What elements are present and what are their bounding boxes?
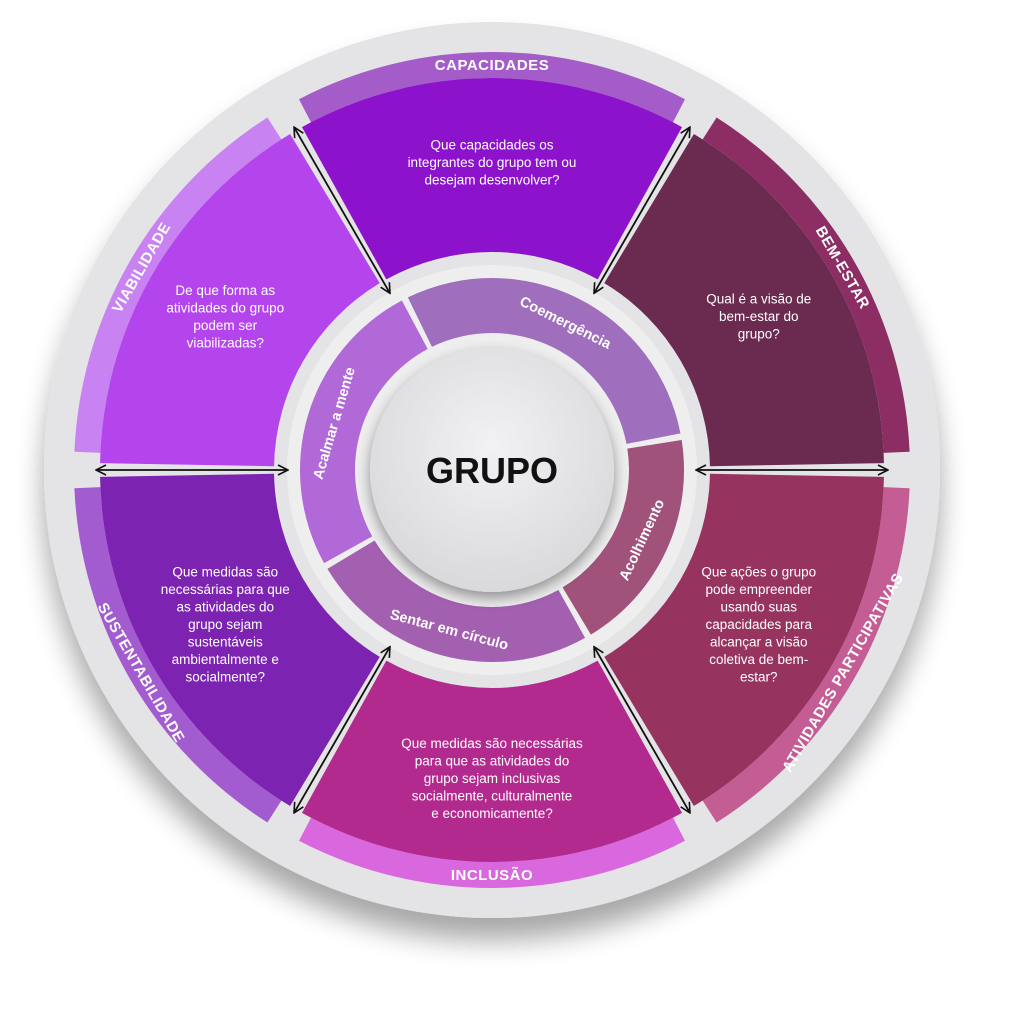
segment-question-sustentabilidade: Que medidas são necessárias para que as at… — [161, 565, 290, 685]
question-line: socialmente? — [185, 670, 265, 685]
inner-ring-segment-acalmar — [299, 300, 428, 564]
segment-band-atividades — [702, 487, 910, 823]
question-line: integrantes do grupo tem ou — [408, 155, 577, 170]
question-line: bem-estar do — [719, 309, 799, 324]
segment-question-inclusao: Que medidas são necessárias para que as a… — [401, 736, 583, 821]
question-line: grupo sejam — [188, 617, 262, 632]
question-line: desejam desenvolver? — [424, 173, 559, 188]
inner-ring-sentar: Sentar em círculo — [327, 540, 586, 663]
center-disc — [370, 348, 614, 592]
segment-body-capacidades — [301, 78, 683, 280]
inner-ring-segment-coemergencia — [407, 278, 681, 444]
question-line: ambientalmente e — [172, 652, 279, 667]
question-line: Qual é a visão de — [706, 292, 811, 307]
inner-ring-segment-acolhimento — [562, 439, 684, 635]
question-line: De que forma as — [175, 283, 275, 298]
segment-question-atividades: Que ações o grupo pode empreender usando s… — [701, 565, 816, 685]
question-line: capacidades para — [705, 617, 812, 632]
double-arrow-0 — [295, 128, 390, 293]
question-line: e economicamente? — [431, 806, 553, 821]
segment-body-inclusao — [301, 660, 683, 862]
question-line: Que capacidades os — [430, 138, 553, 153]
question-line: Que medidas são necessárias — [401, 736, 583, 751]
segment-band-viabilidade — [74, 117, 282, 453]
segment-band-sustentabilidade — [74, 487, 282, 823]
segment-band-bem_estar — [702, 117, 910, 453]
segment-band-capacidades — [298, 52, 686, 123]
segment-band-inclusao — [298, 817, 686, 888]
question-line: para que as atividades do — [415, 754, 570, 769]
segment-label-inclusao: INCLUSÃO — [451, 866, 533, 884]
question-line: usando suas — [720, 600, 797, 615]
inner-ring-segment-sentar — [327, 540, 586, 663]
question-line: grupo? — [738, 327, 780, 342]
question-line: grupo sejam inclusivas — [424, 771, 561, 786]
arrows-layer — [97, 128, 887, 812]
question-line: alcançar a visão — [710, 635, 808, 650]
segment-question-capacidades: Que capacidades os integrantes do grupo t… — [408, 138, 577, 188]
question-line: Que medidas são — [172, 565, 278, 580]
question-line: viabilizadas? — [187, 335, 264, 350]
double-arrow-3 — [595, 648, 690, 813]
segment-inclusao: INCLUSÃO Que medidas são necessárias para … — [298, 660, 686, 888]
segment-question-bem_estar: Qual é a visão de bem-estar do grupo? — [706, 292, 811, 342]
segment-capacidades: CAPACIDADES Que capacidades os integrantes… — [298, 52, 686, 280]
question-line: socialmente, culturalmente — [412, 789, 573, 804]
question-line: as atividades do — [176, 600, 274, 615]
question-line: sustentáveis — [188, 635, 263, 650]
segment-question-viabilidade: De que forma as atividades do grupo podem … — [166, 283, 284, 351]
question-line: Que ações o grupo — [701, 565, 816, 580]
double-arrow-4 — [295, 648, 390, 813]
question-line: necessárias para que — [161, 582, 290, 597]
segment-label-capacidades: CAPACIDADES — [435, 57, 549, 74]
question-line: estar? — [740, 670, 778, 685]
question-line: podem ser — [193, 318, 257, 333]
question-line: pode empreender — [705, 582, 812, 597]
double-arrow-1 — [595, 128, 690, 293]
question-line: coletiva de bem- — [709, 652, 808, 667]
question-line: atividades do grupo — [166, 300, 284, 315]
center-title: GRUPO — [426, 450, 558, 491]
